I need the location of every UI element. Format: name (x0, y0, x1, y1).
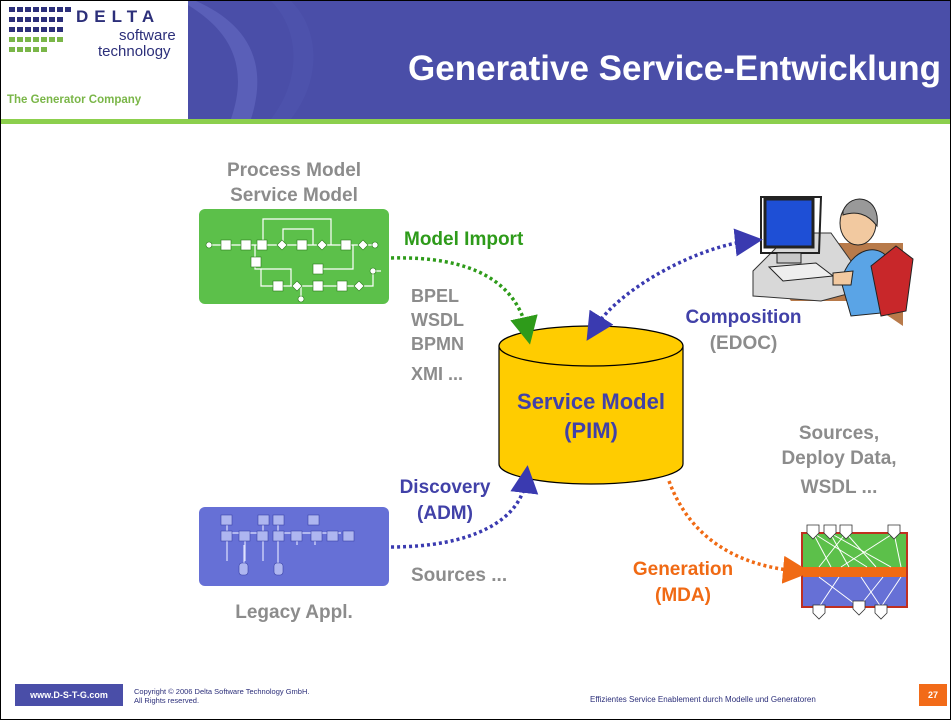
generation-line2: (MDA) (655, 585, 711, 606)
composition-arrow (586, 228, 763, 341)
service-model-label: Service Model (PIM) (501, 387, 681, 445)
header-divider (1, 119, 950, 124)
slide-title: Generative Service-Entwicklung (408, 49, 941, 88)
formats-list: BPEL WSDL BPMN XMI ... (411, 284, 464, 386)
sources-label: Sources ... (411, 565, 508, 586)
logo-word-software: software (119, 27, 176, 44)
composition-line2: (EDOC) (709, 333, 778, 354)
outputs-line2: Deploy Data, (781, 448, 897, 469)
footer-subtitle: Effizientes Service Enablement durch Mod… (590, 695, 816, 704)
header-swoosh-2 (271, 1, 314, 119)
service-model-line2: (PIM) (564, 418, 618, 443)
process-model-line1: Process Model (226, 160, 362, 181)
outputs-label: Sources, Deploy Data, WSDL ... (749, 421, 929, 500)
logo-word-delta: DELTA (76, 7, 161, 26)
footer-url[interactable]: www.D-S-T-G.com (15, 684, 123, 706)
format-item: BPMN (411, 334, 464, 354)
logo: DELTA software technology The Generator … (1, 1, 188, 119)
service-model-line1: Service Model (517, 389, 665, 414)
format-item: BPEL (411, 286, 460, 306)
format-item: XMI ... (411, 364, 464, 384)
generated-output-graphic (801, 524, 908, 620)
footer-copyright: Copyright © 2006 Delta Software Technolo… (134, 687, 309, 705)
discovery-label: Discovery (ADM) (385, 475, 505, 527)
outputs-line3: WSDL ... (800, 477, 878, 498)
composition-label: Composition (EDOC) (666, 305, 821, 357)
outputs-line1: Sources, (798, 423, 880, 444)
model-import-label: Model Import (404, 229, 524, 250)
legacy-label: Legacy Appl. (235, 602, 353, 623)
format-item: WSDL (411, 310, 464, 330)
discovery-arrow (390, 465, 539, 549)
discovery-line1: Discovery (399, 477, 491, 498)
composition-line1: Composition (685, 307, 802, 328)
copyright-line2: All Rights reserved. (134, 696, 200, 705)
logo-tagline: The Generator Company (7, 94, 142, 106)
computer-user-clipart (752, 196, 914, 326)
logo-word-technology: technology (98, 43, 171, 60)
generation-arrow (667, 480, 811, 584)
discovery-line2: (ADM) (417, 503, 473, 524)
model-import-arrow (390, 256, 538, 345)
generation-label: Generation (MDA) (613, 557, 753, 609)
legacy-graphic (199, 507, 389, 586)
header-swoosh (181, 1, 258, 119)
generation-line1: Generation (632, 559, 734, 580)
page-number: 27 (919, 684, 947, 706)
copyright-line1: Copyright © 2006 Delta Software Technolo… (134, 687, 310, 696)
process-model-label: Process Model Service Model (219, 158, 369, 208)
logo-grid-icon (9, 7, 71, 52)
process-model-line2: Service Model (230, 185, 358, 206)
process-model-graphic (199, 209, 389, 304)
